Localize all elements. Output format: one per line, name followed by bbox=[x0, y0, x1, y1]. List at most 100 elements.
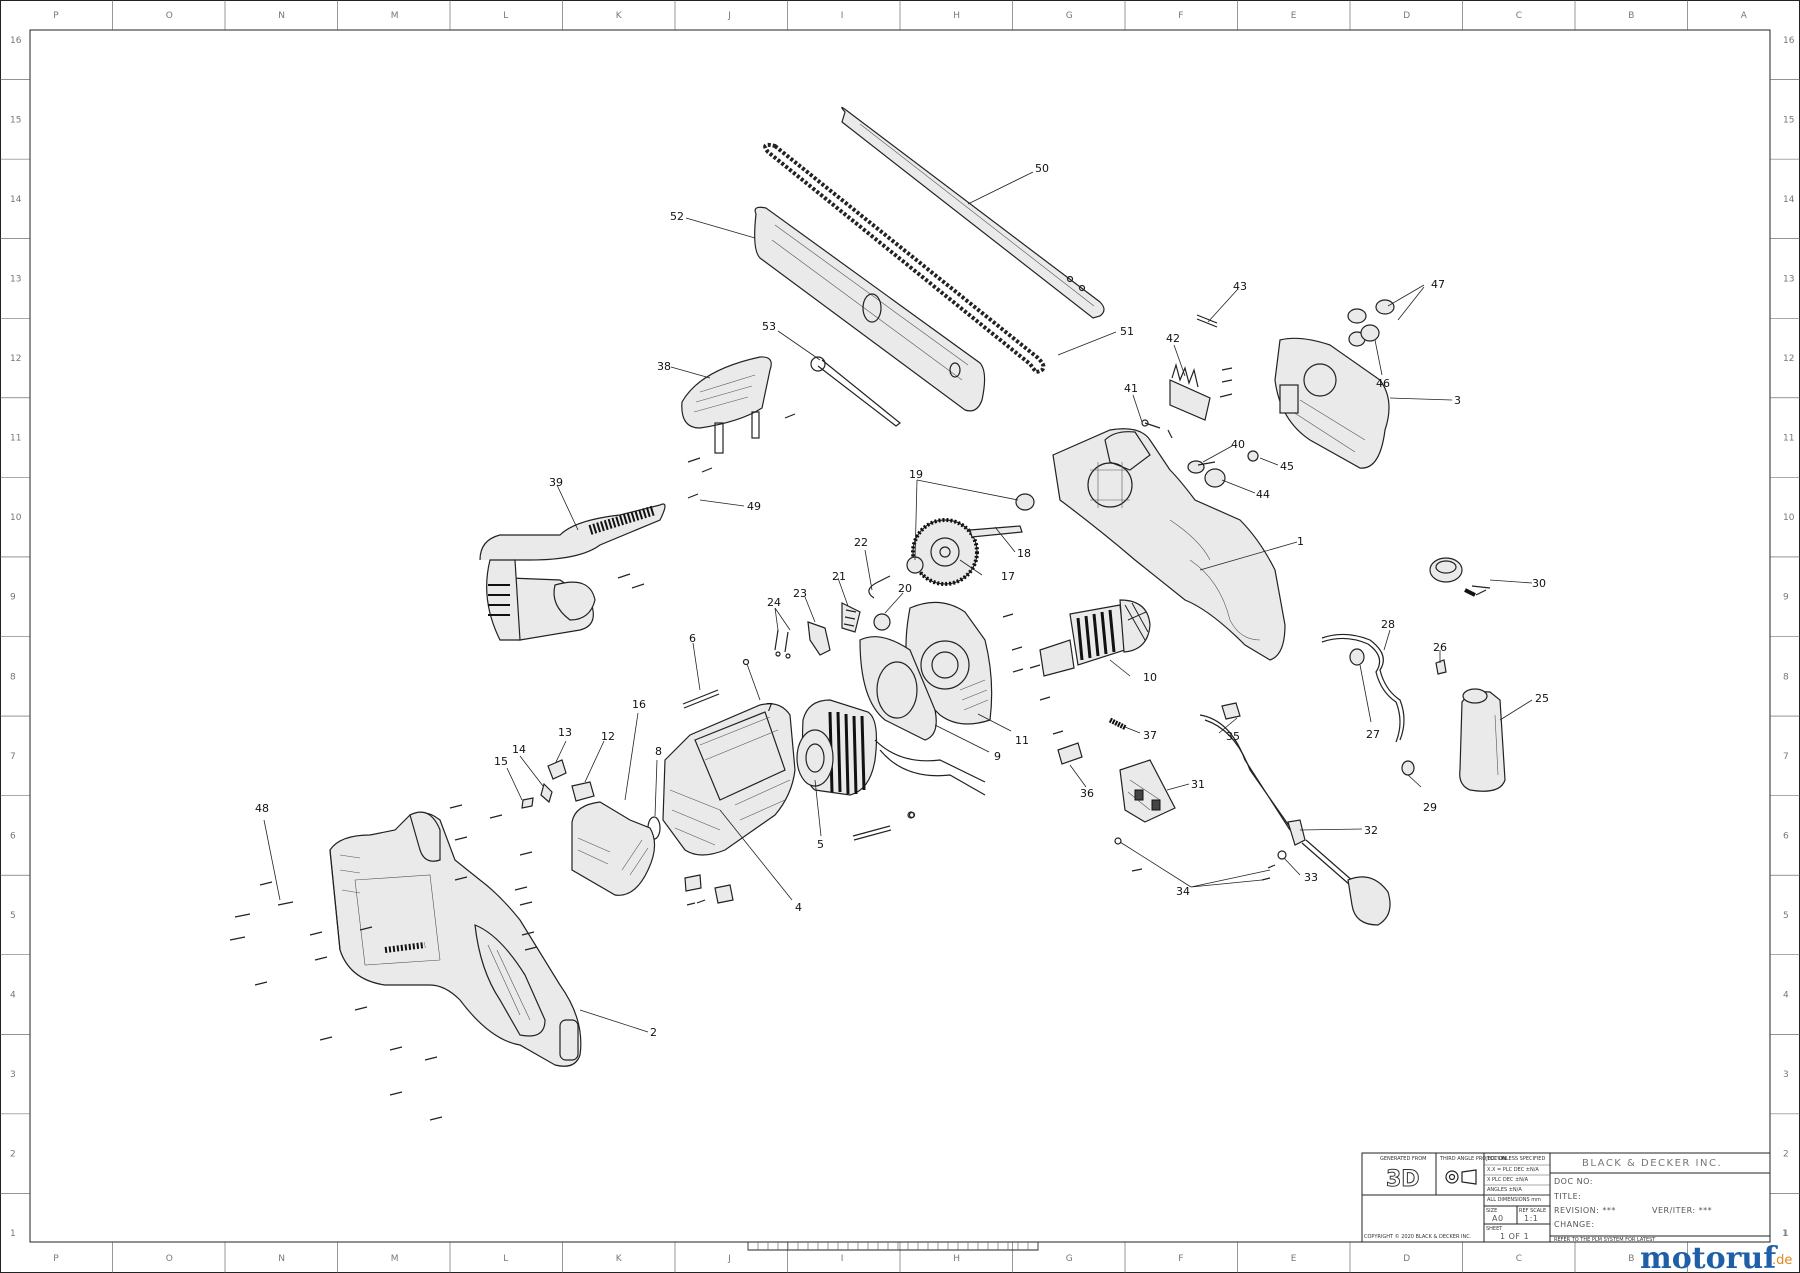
zone-top-label: F bbox=[1178, 11, 1183, 21]
zone-top-label: D bbox=[1403, 11, 1410, 21]
callout-13: 13 bbox=[558, 726, 572, 739]
row-label: 7 bbox=[1783, 752, 1789, 762]
zone-bottom-label: O bbox=[166, 1254, 173, 1264]
row-label: 1 bbox=[1783, 1229, 1789, 1239]
row-label: 9 bbox=[1783, 593, 1789, 603]
row-label: 1 bbox=[10, 1229, 16, 1239]
scale-label: REF SCALE bbox=[1519, 1208, 1546, 1214]
callout-4: 4 bbox=[795, 901, 802, 914]
row-label: 3 bbox=[1783, 1070, 1789, 1080]
change-label: CHANGE: bbox=[1554, 1220, 1595, 1229]
projection-symbol bbox=[1445, 1169, 1477, 1185]
callout-11: 11 bbox=[1015, 734, 1029, 747]
callout-31: 31 bbox=[1191, 778, 1205, 791]
callout-42: 42 bbox=[1166, 332, 1180, 345]
zone-bottom-label: C bbox=[1516, 1254, 1522, 1264]
front-grip-plate bbox=[681, 356, 772, 454]
main-housing bbox=[1052, 428, 1286, 661]
bar-scabbard bbox=[754, 206, 986, 412]
armature bbox=[1029, 599, 1151, 677]
zone-top-label: L bbox=[503, 11, 508, 21]
svg-text:.de: .de bbox=[1772, 1253, 1792, 1268]
sheet-label: SHEET bbox=[1486, 1226, 1503, 1232]
tolerance-3: X PLC DEC ±N/A bbox=[1487, 1177, 1529, 1183]
row-label: 12 bbox=[10, 354, 21, 364]
switch-housing bbox=[571, 801, 656, 896]
zone-top-label: P bbox=[53, 11, 59, 21]
oil-pump-parts bbox=[1187, 450, 1259, 488]
row-label: 7 bbox=[10, 752, 16, 762]
zone-bottom-label: E bbox=[1291, 1254, 1297, 1264]
tolerance-4: ANGLES ±N/A bbox=[1487, 1187, 1522, 1193]
row-label: 16 bbox=[1783, 36, 1795, 46]
row-label: 12 bbox=[1783, 354, 1794, 364]
leader-lines bbox=[263, 171, 1533, 1033]
callout-28: 28 bbox=[1381, 618, 1395, 631]
company-name: BLACK & DECKER INC. bbox=[1582, 1158, 1722, 1169]
callout-5: 5 bbox=[817, 838, 824, 851]
callout-14: 14 bbox=[512, 743, 526, 756]
callout-7: 7 bbox=[766, 701, 773, 714]
size-label: SIZE bbox=[1486, 1208, 1497, 1214]
pin-43 bbox=[1196, 314, 1218, 328]
doc-no-label: DOC NO: bbox=[1554, 1177, 1593, 1186]
tolerance-5: ALL DIMENSIONS mm bbox=[1487, 1197, 1541, 1203]
zone-bottom-label: P bbox=[53, 1254, 59, 1264]
field-coil bbox=[796, 699, 986, 796]
callout-20: 20 bbox=[898, 582, 912, 595]
zone-top-label: M bbox=[391, 11, 399, 21]
callout-9: 9 bbox=[994, 750, 1001, 763]
zone-bottom-label: N bbox=[278, 1254, 285, 1264]
zone-bottom-label: B bbox=[1628, 1254, 1634, 1264]
callout-12: 12 bbox=[601, 730, 615, 743]
callout-21: 21 bbox=[832, 570, 846, 583]
callout-29: 29 bbox=[1423, 801, 1437, 814]
row-label: 11 bbox=[10, 434, 21, 444]
fan-baffle bbox=[859, 636, 937, 741]
row-label: 5 bbox=[10, 911, 16, 921]
oil-cap bbox=[1429, 557, 1491, 597]
row-label: 14 bbox=[10, 195, 22, 205]
callout-23: 23 bbox=[793, 587, 807, 600]
row-label: 8 bbox=[1783, 672, 1789, 682]
callout-16: 16 bbox=[632, 698, 646, 711]
callout-48: 48 bbox=[255, 802, 269, 815]
zone-bottom-label: L bbox=[503, 1254, 508, 1264]
scale-value: 1:1 bbox=[1524, 1214, 1538, 1223]
row-label: 13 bbox=[10, 274, 21, 284]
ver-iter-label: VER/ITER: *** bbox=[1652, 1206, 1712, 1215]
row-label: 15 bbox=[10, 115, 21, 125]
row-label: 16 bbox=[10, 36, 22, 46]
callout-25: 25 bbox=[1535, 692, 1549, 705]
callout-47: 47 bbox=[1431, 278, 1445, 291]
bar-nuts bbox=[1347, 299, 1395, 347]
screw-48 bbox=[277, 901, 294, 906]
callout-15: 15 bbox=[494, 755, 508, 768]
guide-bar bbox=[841, 106, 1105, 319]
callout-19: 19 bbox=[909, 468, 923, 481]
loose-screws bbox=[229, 413, 1143, 1121]
callout-2: 2 bbox=[650, 1026, 657, 1039]
zone-top-label: N bbox=[278, 11, 285, 21]
callout-53: 53 bbox=[762, 320, 776, 333]
zone-bottom-label: J bbox=[727, 1254, 731, 1264]
callout-49: 49 bbox=[747, 500, 761, 513]
sprocket-cover bbox=[1274, 337, 1390, 469]
zone-top-label: A bbox=[1741, 11, 1748, 21]
zone-top-label: G bbox=[1066, 11, 1073, 21]
row-label: 8 bbox=[10, 672, 16, 682]
brush-parts bbox=[1057, 702, 1241, 765]
gear-assembly bbox=[906, 493, 1035, 586]
callout-8: 8 bbox=[655, 745, 662, 758]
zone-top-label: H bbox=[953, 11, 960, 21]
zone-bottom-label: M bbox=[391, 1254, 399, 1264]
callout-1: 1 bbox=[1297, 535, 1304, 548]
callout-17: 17 bbox=[1001, 570, 1015, 583]
callout-37: 37 bbox=[1143, 729, 1157, 742]
motor-housing bbox=[662, 703, 796, 856]
row-label: 6 bbox=[1783, 831, 1789, 841]
